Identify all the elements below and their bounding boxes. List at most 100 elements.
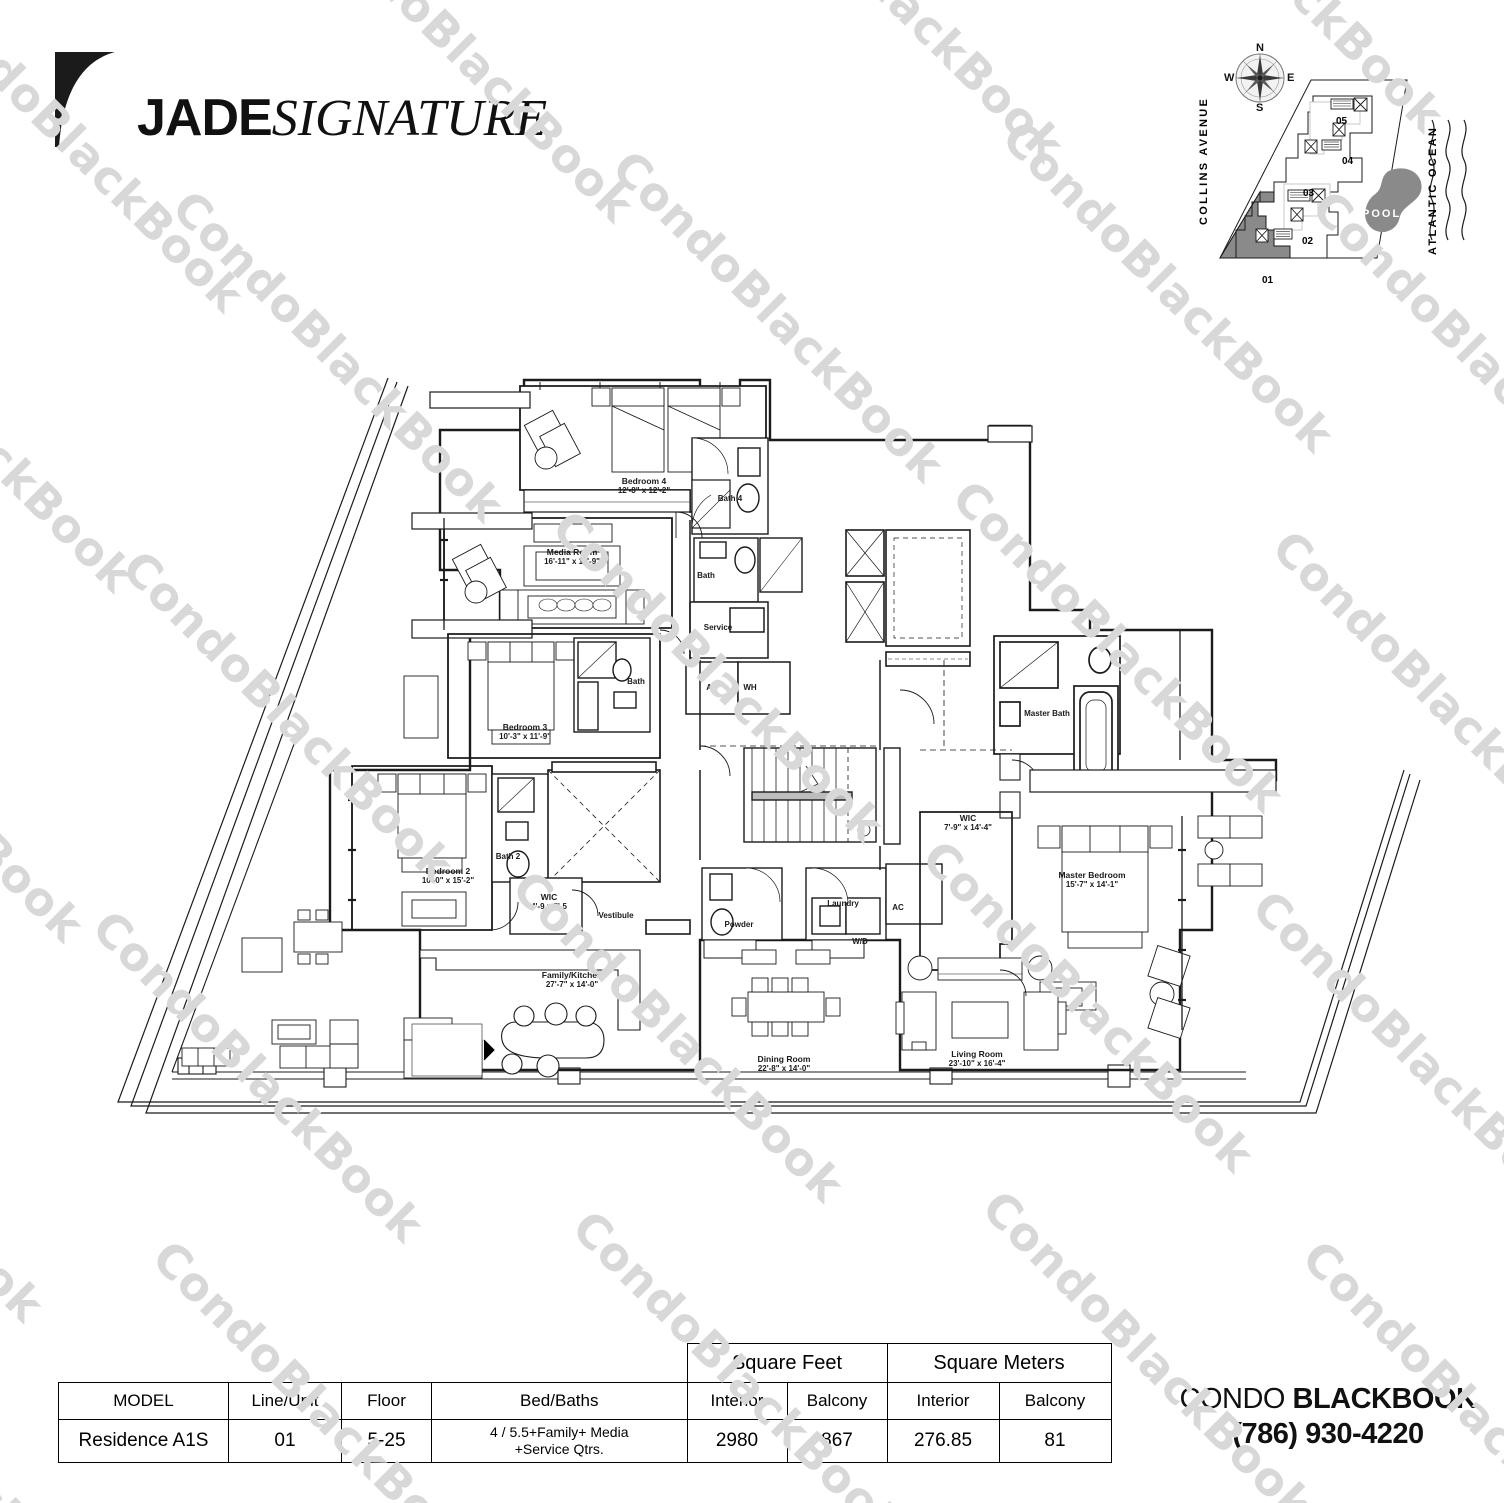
- lounge-chair-upper: [523, 409, 581, 470]
- collins-avenue-label: COLLINS AVENUE: [1198, 96, 1210, 225]
- terrace-furniture-left: [181, 1019, 359, 1069]
- master-bath-vanity: [999, 753, 1021, 819]
- kitchen-counter: [419, 949, 641, 1031]
- pool-shape: [1365, 168, 1422, 233]
- bath4-closets: [691, 479, 731, 529]
- keyplan-unit-05: 05: [1336, 116, 1348, 127]
- balcony-rail-left: [171, 727, 301, 1073]
- vestibule: [572, 890, 691, 948]
- unit-icons: [1255, 97, 1368, 243]
- column-header-bed-baths: Bed/Baths: [431, 1382, 688, 1420]
- room-name: Family/Kitchen: [541, 970, 603, 980]
- room-name: Master Bedroom: [1058, 870, 1126, 880]
- group-header-square-feet: Square Feet: [686, 1343, 888, 1383]
- terrace-furniture-right: [1147, 815, 1263, 1040]
- room-name: Bedroom 4: [621, 476, 667, 486]
- room-name: Laundry: [827, 899, 859, 908]
- media-room-furniture: [499, 523, 645, 625]
- terrace-furniture-center: [403, 1017, 483, 1079]
- room-label-bath-2: Bath 2: [496, 852, 520, 862]
- wic-small: [509, 877, 583, 935]
- room-name: Bedroom 2: [425, 866, 471, 876]
- watermark-text: CondoBlackBook: [722, 0, 1075, 173]
- room-name: Bedroom 3: [502, 722, 548, 732]
- cell-sm-interior: 276.85: [886, 1419, 1000, 1463]
- column-header-line-unit: Line/Unit: [228, 1382, 342, 1420]
- kitchen-island: [501, 1002, 605, 1078]
- stair: [743, 747, 901, 845]
- service-room: [689, 601, 769, 659]
- cell-line-unit: 01: [228, 1419, 342, 1463]
- room-label-bath: Bath: [627, 677, 645, 687]
- room-name: WIC: [959, 813, 977, 823]
- company-name-light: CONDO: [1179, 1383, 1293, 1415]
- column-header-sm-interior: Interior: [886, 1382, 1000, 1420]
- residence-spec-table: Square Feet Square Meters MODEL Line/Uni…: [58, 1343, 1112, 1463]
- room-name: AC: [706, 683, 718, 692]
- jade-signature-logo: JADESIGNATURE: [55, 52, 547, 167]
- elevator-core: [845, 529, 971, 667]
- compass-north-label: N: [1256, 42, 1264, 54]
- ac-wh-closets: [685, 661, 791, 715]
- cell-bed-baths: 4 / 5.5+Family+ Media +Service Qtrs.: [431, 1419, 688, 1463]
- room-name: WIC: [540, 892, 558, 902]
- cell-sf-balcony: 867: [786, 1419, 888, 1463]
- dining-furniture: [731, 949, 841, 1037]
- terrace-furniture-midleft: [241, 675, 439, 973]
- room-label-master-bath: Master Bath: [1024, 709, 1070, 719]
- group-header-square-meters: Square Meters: [886, 1343, 1112, 1383]
- room-name: Dining Room: [757, 1054, 811, 1064]
- jade-signature-wordmark: JADESIGNATURE: [137, 92, 547, 145]
- room-label-wh: WH: [743, 683, 756, 693]
- watermark-text: CondoBlackBook: [1291, 1230, 1504, 1503]
- room-name: Bath: [697, 571, 715, 580]
- room-name: Bath 2: [495, 852, 521, 861]
- bed-furniture-master: [1037, 825, 1173, 1011]
- window-mullions: [351, 518, 1183, 1030]
- logo-primary-text: JADE: [137, 89, 273, 147]
- compass-west-label: W: [1224, 72, 1235, 84]
- column-header-sm-balcony: Balcony: [998, 1382, 1112, 1420]
- laundry-room: [805, 867, 887, 941]
- terrace-dining-left: [293, 909, 343, 965]
- room-label-ac: AC: [706, 683, 718, 693]
- compass-east-label: E: [1287, 72, 1295, 84]
- room-dimensions: 10'-3" x 11'-9": [499, 732, 551, 741]
- room-name: Living Room: [951, 1049, 1003, 1059]
- soffit-bands: [987, 425, 1277, 793]
- room-name: Master Bath: [1024, 709, 1070, 718]
- floor-plan-drawing: [117, 377, 1421, 1114]
- room-name: Powder: [724, 920, 754, 929]
- column-header-floor: Floor: [341, 1382, 432, 1420]
- keyplan-unit-04: 04: [1342, 156, 1354, 167]
- terrace-edge: [117, 377, 1421, 1114]
- condo-blackbook-brand: CONDO BLACKBOOK (786) 930-4220: [1168, 1383, 1488, 1451]
- ac-closet-main: [885, 863, 943, 925]
- bath-bedroom3: [573, 637, 651, 733]
- room-dimensions: 27'-7" x 14'-0": [545, 980, 599, 989]
- bedroom-3: [447, 633, 661, 759]
- interior-partitions: [689, 520, 1012, 870]
- keyplan-unit-01: 01: [1262, 275, 1274, 286]
- keyplan-unit-02: 02: [1302, 236, 1314, 247]
- room-label-powder: Powder: [725, 920, 754, 930]
- room-dimensions: 22'-8" x 14'-0": [757, 1064, 811, 1073]
- bed-baths-line1: 4 / 5.5+Family+ Media: [489, 1424, 629, 1440]
- table-row: Residence A1S 01 5-25 4 / 5.5+Family+ Me…: [58, 1419, 1112, 1463]
- pool-label: POOL: [1362, 208, 1402, 220]
- room-label-bath: Bath: [697, 571, 715, 581]
- key-plan: N S E W COLLINS AVENUE ATLANTIC OCEAN PO…: [1190, 30, 1480, 286]
- compass-rose: [1235, 53, 1285, 103]
- room-dimensions: 10'-0" x 15'-2": [421, 876, 475, 885]
- cell-sm-balcony: 81: [998, 1419, 1112, 1463]
- room-dimensions: 16'-11" x 11'-9": [544, 557, 600, 566]
- room-label-w-d: W/D: [852, 937, 868, 947]
- cell-floor: 5-25: [341, 1419, 432, 1463]
- bath-shared: [693, 537, 803, 603]
